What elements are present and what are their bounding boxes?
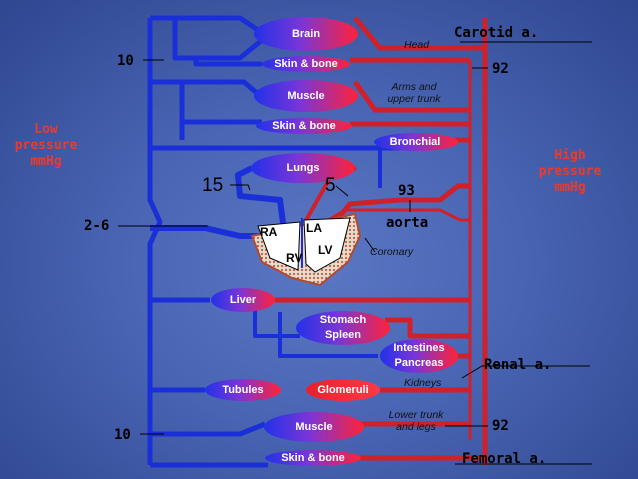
bronchial-label: Bronchial (389, 136, 441, 148)
muscle-arms-organ (254, 80, 358, 112)
spleen-label: Spleen (324, 329, 362, 341)
low-line2: pressure (14, 138, 78, 153)
aorta-label: aorta (386, 215, 429, 231)
skin-head-organ (262, 56, 350, 72)
venous-vessels (147, 15, 420, 468)
pressure-top-right: 92 (492, 61, 509, 77)
legs-muscle-vein (150, 421, 266, 437)
ra-label: RA (260, 225, 278, 239)
high-line1: High (554, 148, 586, 163)
pressure-venous-mid: 2-6 (84, 218, 110, 234)
renal-label: Renal a. (484, 357, 552, 373)
head-label: Head (404, 39, 430, 51)
muscle-arms-label: Muscle (287, 90, 325, 102)
head-return-vein (172, 18, 264, 61)
glomeruli-label: Glomeruli (317, 384, 369, 396)
liver-organ (211, 288, 275, 312)
pressure-bottom-left: 10 (114, 427, 131, 443)
arms-artery (352, 80, 470, 113)
brain-organ (254, 17, 358, 51)
muscle-legs-label: Muscle (295, 421, 333, 433)
bronchial-organ (374, 133, 458, 151)
pulmonary-artery (235, 165, 288, 239)
carotid-label: Carotid a. (454, 25, 539, 41)
stomach-label: Stomach (319, 314, 367, 326)
intestines-label: Intestines (393, 342, 445, 354)
carotid-artery (353, 16, 485, 51)
right-heart-chamber (257, 221, 301, 271)
tubules-organ (205, 379, 281, 401)
skin-legs-organ (265, 450, 361, 466)
high-line3: mmHg (554, 180, 586, 195)
skin-head-vein (193, 58, 262, 67)
kidneys-label: Kidneys (404, 377, 442, 389)
pressure-top-left: 10 (117, 53, 134, 69)
portal-stomach-vein (253, 304, 300, 338)
lower-line1: Lower trunk (388, 409, 444, 421)
tubules-label: Tubules (222, 384, 264, 396)
rv-label: RV (286, 251, 303, 265)
arms-line2: upper trunk (387, 93, 441, 105)
ascending-aorta (328, 183, 470, 230)
pressure-bottom-right: 92 (492, 418, 509, 434)
lv-label: LV (318, 243, 333, 257)
pressure-lungs-left: 15 (202, 175, 224, 196)
brain-vein (150, 15, 260, 33)
intestines-pancreas-organ (380, 339, 458, 373)
skin-bone-legs-label: Skin & bone (281, 452, 345, 464)
aortic-arch (321, 208, 470, 226)
left-heart-chamber (303, 217, 351, 273)
femoral-label: Femoral a. (462, 451, 547, 467)
coronary-label: Coronary (370, 246, 414, 258)
muscle-legs-organ (264, 412, 364, 442)
lungs-organ (251, 153, 355, 183)
pancreas-label: Pancreas (394, 357, 444, 369)
la-label: LA (306, 221, 322, 235)
stomach-spleen-organ (296, 311, 390, 345)
pressure-aorta: 93 (398, 183, 415, 199)
gastric-artery (385, 317, 470, 339)
lower-line2: and legs (396, 421, 436, 433)
low-pressure-label: Low pressure mmHg (0, 122, 92, 170)
glomeruli-organ (306, 379, 380, 401)
lungs-label: Lungs (286, 162, 320, 174)
skin-bone-arms-label: Skin & bone (272, 120, 336, 132)
vena-cava (147, 18, 163, 465)
heart (250, 212, 362, 287)
leader-lines (118, 41, 592, 465)
high-pressure-label: High pressure mmHg (524, 148, 616, 196)
superior-vena-cava (150, 225, 262, 239)
brain-label: Brain (291, 28, 321, 40)
arms-line1: Arms and (391, 81, 437, 93)
skin-bone-head-label: Skin & bone (274, 58, 338, 70)
portal-intestine-vein (278, 312, 378, 358)
liver-label: Liver (229, 294, 257, 306)
organ-shapes (205, 17, 458, 466)
pressure-lungs-right: 5 (325, 175, 336, 196)
low-line3: mmHg (30, 154, 62, 169)
skin-arms-organ (256, 118, 352, 134)
low-line1: Low (34, 122, 58, 137)
arms-muscle-vein (150, 79, 260, 96)
high-line2: pressure (538, 164, 602, 179)
